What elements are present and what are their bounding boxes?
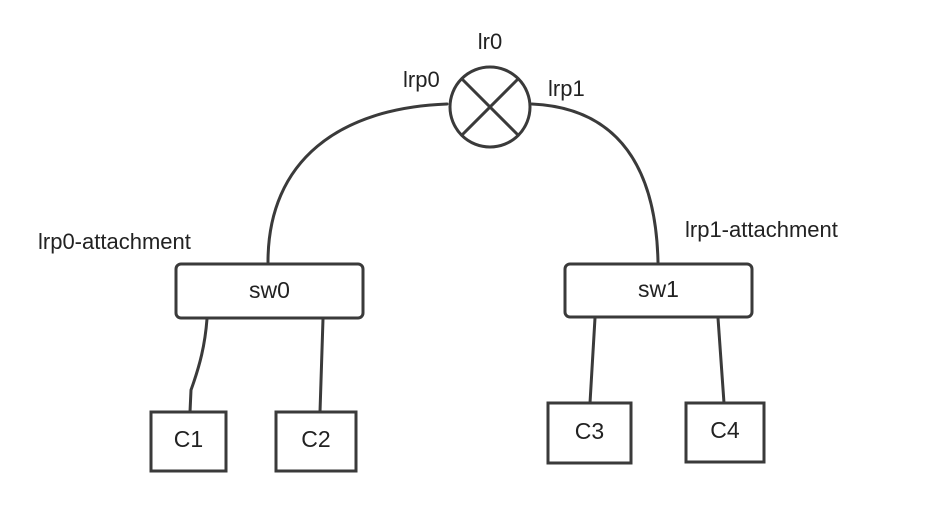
sw1-attachment-label: lrp1-attachment bbox=[685, 217, 838, 242]
switch-sw1: sw1 bbox=[563, 262, 754, 319]
client-c3-label: C3 bbox=[575, 418, 604, 444]
router-port-left-label: lrp0 bbox=[403, 67, 440, 92]
link-lrp1-to-sw1 bbox=[530, 102, 660, 264]
client-c1-label: C1 bbox=[174, 426, 203, 452]
client-c4-label: C4 bbox=[710, 417, 740, 443]
client-c2-box bbox=[274, 410, 358, 473]
switch-sw0-box bbox=[174, 262, 365, 320]
link-sw1-to-c3 bbox=[588, 316, 597, 405]
client-c1-box bbox=[149, 410, 228, 473]
switch-sw1-label: sw1 bbox=[638, 276, 679, 302]
client-c2: C2 bbox=[274, 410, 358, 473]
client-c4-box bbox=[684, 401, 766, 464]
link-sw1-to-c4 bbox=[716, 316, 726, 405]
link-sw0-to-c1 bbox=[188, 317, 209, 414]
link-lrp0-to-sw0 bbox=[266, 102, 449, 264]
switch-sw1-box bbox=[563, 262, 754, 319]
router-port-right-label: lrp1 bbox=[548, 76, 585, 101]
link-sw0-to-c2 bbox=[318, 317, 325, 414]
client-c1: C1 bbox=[149, 410, 228, 473]
switch-sw0: sw0 bbox=[174, 262, 365, 320]
router-lr0 bbox=[448, 65, 532, 149]
router-cross-line-2 bbox=[460, 77, 520, 137]
sw0-attachment-label: lrp0-attachment bbox=[38, 229, 191, 254]
router-name-label: lr0 bbox=[478, 29, 502, 54]
switch-sw0-label: sw0 bbox=[249, 277, 290, 303]
client-c3: C3 bbox=[546, 401, 633, 465]
client-c4: C4 bbox=[684, 401, 766, 464]
client-c2-label: C2 bbox=[301, 426, 330, 452]
client-c3-box bbox=[546, 401, 633, 465]
